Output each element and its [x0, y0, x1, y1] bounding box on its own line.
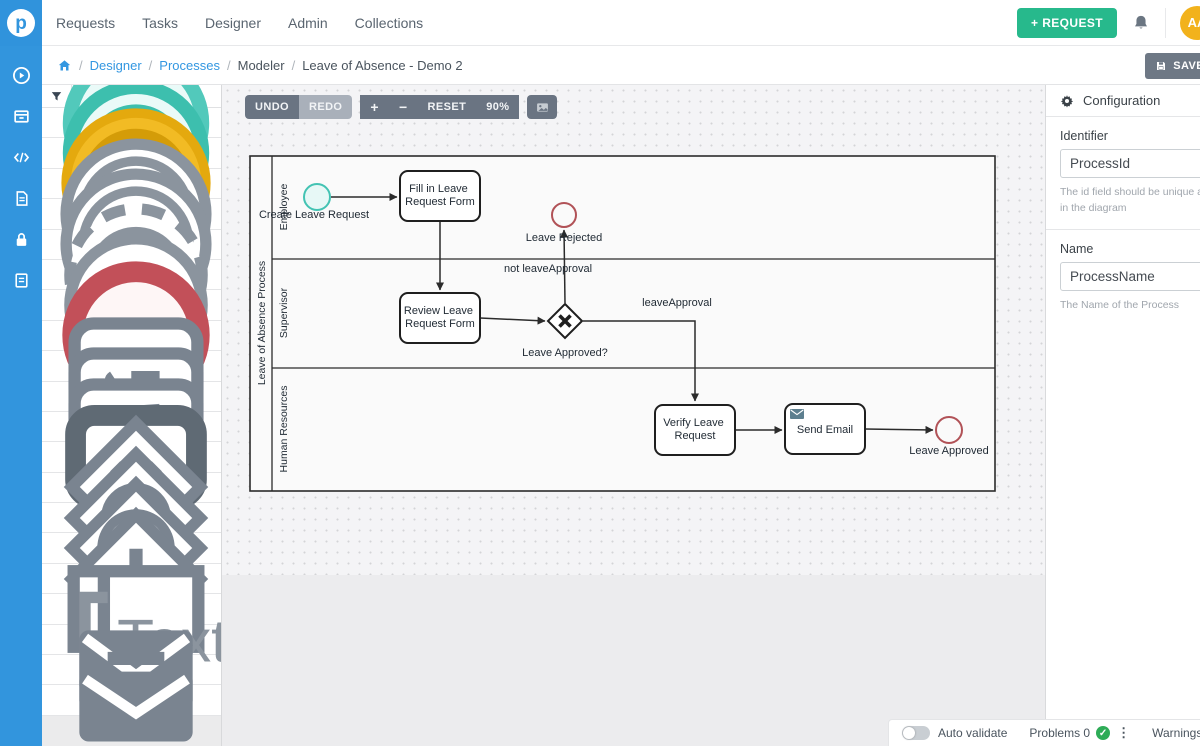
zoom-level-value: 90% [476, 95, 520, 119]
name-label: Name [1060, 241, 1094, 256]
flow-label-approved: leaveApproval [642, 297, 712, 309]
bpmn-pool[interactable]: Leave of Absence Process Employee Superv… [249, 155, 996, 492]
top-navbar: Requests Tasks Designer Admin Collection… [42, 0, 1200, 46]
validation-status-bar: Auto validate Problems 0 ✓ ⋮ Warnings 0 … [888, 719, 1200, 746]
start-event-label: Create Leave Request [259, 209, 369, 221]
flow-task4-to-end2[interactable] [864, 425, 934, 434]
bpmn-task-send-email[interactable]: Send Email [784, 403, 866, 455]
warnings-count[interactable]: Warnings 0 [1152, 726, 1200, 740]
lock-icon[interactable] [8, 226, 34, 252]
undo-button[interactable]: UNDO [245, 95, 299, 119]
breadcrumb-process-name: Leave of Absence - Demo 2 [302, 57, 463, 73]
identifier-label: Identifier [1060, 129, 1108, 143]
left-rail: p [0, 0, 42, 746]
new-request-button[interactable]: + REQUEST [1017, 7, 1117, 38]
filter-funnel-icon [51, 91, 62, 100]
configuration-panel: Configuration Identifier The id field sh… [1045, 85, 1200, 746]
bpmn-task-review-form[interactable]: Review Leave Request Form [399, 292, 481, 344]
minimap-button[interactable] [527, 95, 558, 119]
breadcrumb-modeler: Modeler [237, 57, 285, 73]
breadcrumb: / Designer / Processes / Modeler / Leave… [42, 46, 1200, 85]
config-panel-title: Configuration [1083, 93, 1161, 108]
controls-panel: Start Event Start Timer Event Intermedia… [42, 49, 222, 746]
bpmn-start-event[interactable]: Create Leave Request [259, 183, 369, 221]
breadcrumb-separator: / [291, 57, 296, 73]
flow-gateway-to-task3[interactable] [583, 320, 699, 402]
code-icon[interactable] [8, 144, 34, 170]
lane-label-employee: Employee [278, 184, 290, 231]
save-floppy-icon [1157, 62, 1166, 70]
auto-validate-label: Auto validate [938, 726, 1008, 740]
name-help-text: The Name of the Process [1060, 298, 1180, 311]
nav-item-collections[interactable]: Collections [354, 14, 424, 31]
control-actions-by-email[interactable]: Actions By Email [42, 651, 221, 742]
play-circle-icon[interactable] [8, 62, 34, 88]
nav-item-designer[interactable]: Designer [204, 14, 261, 31]
save-button[interactable]: SAVE [1145, 53, 1200, 79]
flow-gateway-to-end1[interactable] [560, 229, 569, 304]
notifications-bell-icon[interactable] [1131, 13, 1151, 33]
gear-icon [1060, 94, 1074, 108]
bpmn-exclusive-gateway[interactable]: Leave Approved? [522, 302, 608, 359]
breadcrumb-separator: / [226, 57, 231, 73]
lane-label-human-resources: Human Resources [278, 386, 290, 473]
breadcrumb-separator: / [79, 57, 83, 73]
bpmn-edges [331, 193, 934, 434]
bpmn-end-event-rejected[interactable]: Leave Rejected [526, 202, 602, 244]
nav-item-requests[interactable]: Requests [56, 14, 116, 31]
redo-button[interactable]: REDO [299, 95, 353, 119]
svg-text:Verify Leave Request: Verify Leave Request [663, 417, 727, 442]
topbar-divider [1165, 7, 1166, 38]
archive-box-icon[interactable] [8, 103, 34, 129]
toggle-knob [903, 727, 915, 739]
svg-text:Review Leave Request: Review Leave Request Form [404, 305, 476, 330]
flow-task2-to-gateway[interactable] [479, 316, 546, 325]
document-icon[interactable] [8, 185, 34, 211]
bpmn-diagram: Leave of Absence Process Employee Superv… [249, 155, 996, 492]
pool-label: Leave of Absence Process [256, 261, 268, 385]
breadcrumb-processes[interactable]: Processes [159, 57, 220, 73]
notebook-icon[interactable] [8, 267, 34, 293]
email-envelope-icon [790, 409, 804, 419]
send-email-label: Send Email [797, 424, 853, 436]
minimap-icon [537, 102, 548, 112]
kebab-menu-icon[interactable]: ⋮ [1117, 725, 1131, 740]
problems-count[interactable]: Problems 0 [1029, 726, 1091, 740]
bpmn-task-fill-form[interactable]: Fill in Leave Request Form [399, 170, 481, 222]
actions-by-email-icon [79, 651, 193, 742]
end-event-approved-label: Leave Approved [909, 445, 989, 457]
zoom-out-button[interactable]: − [388, 95, 418, 119]
home-icon[interactable] [57, 58, 72, 73]
breadcrumb-separator: / [148, 57, 153, 73]
modeler-toolbar: UNDO REDO + − RESET 90% [245, 95, 558, 119]
bpmn-task-verify-request[interactable]: Verify Leave Request [654, 404, 736, 456]
svg-text:Fill in Leave Reques: Fill in Leave Request Form [405, 183, 475, 208]
bpmn-end-event-approved[interactable]: Leave Approved [909, 416, 989, 457]
lane-label-supervisor: Supervisor [278, 287, 290, 338]
processmaker-logo-icon: p [7, 9, 35, 37]
auto-validate-toggle[interactable] [902, 726, 930, 740]
zoom-reset-button[interactable]: RESET [417, 95, 477, 119]
brand-logo[interactable]: p [0, 0, 42, 46]
nav-item-tasks[interactable]: Tasks [142, 14, 178, 31]
identifier-field[interactable] [1060, 149, 1200, 178]
gateway-label: Leave Approved? [522, 347, 608, 359]
problems-check-icon: ✓ [1096, 726, 1111, 740]
flow-label-not-approved: not leaveApproval [504, 263, 592, 275]
end-event-rejected-label: Leave Rejected [526, 232, 602, 244]
name-field[interactable] [1060, 261, 1200, 291]
nav-item-admin[interactable]: Admin [287, 14, 328, 31]
breadcrumb-designer[interactable]: Designer [89, 57, 142, 73]
modeler-canvas[interactable]: UNDO REDO + − RESET 90% [222, 85, 1045, 746]
identifier-help-text: The id field should be unique across all… [1060, 186, 1200, 215]
zoom-in-button[interactable]: + [360, 95, 389, 119]
user-avatar[interactable]: AA [1180, 5, 1200, 40]
config-divider [1046, 228, 1200, 230]
